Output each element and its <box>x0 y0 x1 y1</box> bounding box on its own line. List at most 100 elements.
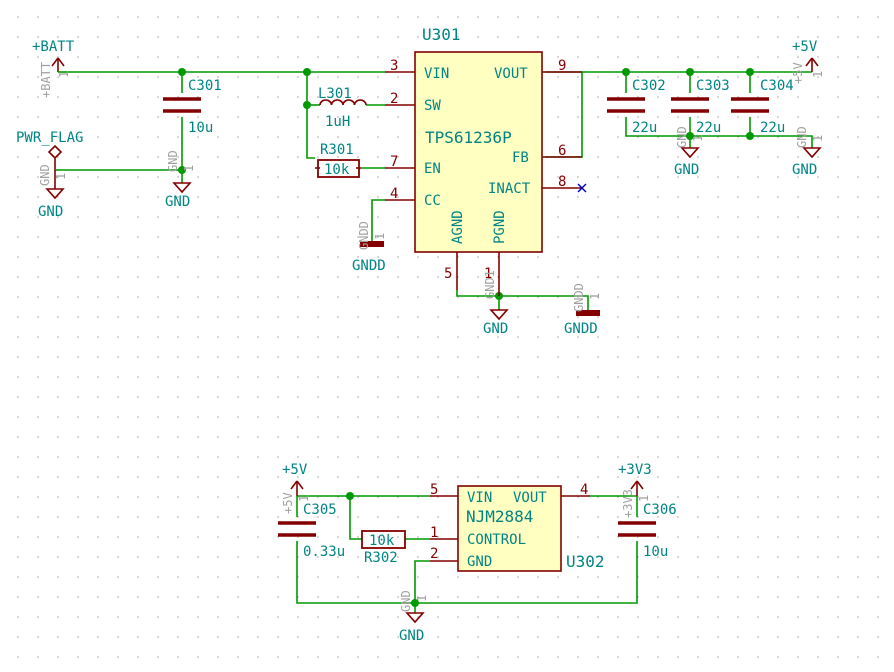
c304-value: 22u <box>760 120 785 136</box>
c303-ref: C303 <box>696 78 730 94</box>
ic-u302-body[interactable] <box>457 485 562 572</box>
u302-pin-num-5: 5 <box>430 482 438 498</box>
c306-value: 10u <box>643 544 668 560</box>
v5-top-ghost-pin: 1 <box>811 71 825 78</box>
power-3v3[interactable]: +3V3 +3V3 1 <box>618 462 652 518</box>
gnd-label-flag: GND <box>38 204 63 220</box>
u301-pin-name-en: EN <box>424 161 441 177</box>
gnd-flag-ghost-pin: 1 <box>54 173 68 180</box>
power-gndd-cc[interactable]: GNDD GNDD 1 <box>352 221 387 274</box>
v3v3-label: +3V3 <box>618 462 652 478</box>
gndd-label-cc: GNDD <box>352 258 386 274</box>
gndd-cc-ghost-label: GNDD <box>357 221 371 250</box>
batt-ghost-pin: 1 <box>57 71 71 78</box>
r302-value: 10k <box>369 533 395 549</box>
capacitor-c303[interactable]: C303 22u <box>671 78 730 136</box>
u301-pin-name-sw: SW <box>424 98 441 114</box>
ic-u301-body[interactable] <box>414 51 543 253</box>
gnd-bottom-ghost-label: GND <box>399 590 413 612</box>
v5-top-ghost-label: +5V <box>791 62 805 84</box>
u301-pin-num-9: 9 <box>558 58 566 74</box>
capacitor-c301[interactable]: C301 10u <box>163 78 222 136</box>
gnd-label-c303: GND <box>674 162 699 178</box>
resistor-r302[interactable]: 10k R302 <box>361 530 406 566</box>
u301-pin-name-agnd: AGND <box>450 210 466 244</box>
power-gnd-u301[interactable]: GND GND1 <box>483 270 509 337</box>
power-5v-bottom[interactable]: +5V +5V 1 <box>281 462 311 514</box>
gnd-label-right: GND <box>792 162 817 178</box>
power-batt[interactable]: +BATT +BATT 1 <box>32 39 75 98</box>
gnd-right-ghost-label: GND <box>795 126 809 148</box>
u301-pin-num-1: 1 <box>484 266 492 282</box>
capacitor-c305[interactable]: C305 0.33u <box>278 502 345 560</box>
junctions-top <box>178 68 754 300</box>
u302-pin-name-control: CONTROL <box>467 532 526 548</box>
gnd-c301-ghost-label: GND <box>166 150 180 172</box>
c302-value: 22u <box>632 120 657 136</box>
u302-pin-name-vout: VOUT <box>513 490 547 506</box>
u301-pin-num-3: 3 <box>390 58 398 74</box>
u302-pin-num-1: 1 <box>430 525 438 541</box>
power-gnd-bottom[interactable]: GND GND 1 <box>399 590 429 644</box>
power-5v-top[interactable]: +5V +5V 1 <box>791 39 825 84</box>
u302-pin-num-2: 2 <box>430 546 438 562</box>
u301-pin-name-inact: INACT <box>488 181 531 197</box>
gnd-label-bottom: GND <box>399 628 424 644</box>
u301-pin-name-fb: FB <box>512 150 529 166</box>
v5-top-label: +5V <box>792 39 818 55</box>
resistor-r301[interactable]: R301 10k <box>315 142 361 178</box>
ic-u301-ref: U301 <box>422 25 461 44</box>
ic-u301-part: TPS61236P <box>425 128 512 147</box>
capacitor-c306[interactable]: C306 10u <box>618 502 677 560</box>
power-gnd-right[interactable]: GND GND 1 <box>792 126 825 178</box>
power-gnd-c303[interactable]: GND GND 1 <box>674 126 705 178</box>
u301-pin-name-pgnd: PGND <box>492 210 508 244</box>
c301-value: 10u <box>188 120 213 136</box>
gndd-cc-ghost-pin: 1 <box>373 233 387 240</box>
u301-pin-num-2: 2 <box>390 91 398 107</box>
batt-label: +BATT <box>32 39 75 55</box>
gnd-bottom-ghost-pin: 1 <box>415 595 429 602</box>
inductor-l301[interactable]: L301 1uH <box>318 86 367 130</box>
u302-pin-name-vin: VIN <box>467 490 492 506</box>
u301-pin-num-4: 4 <box>390 186 398 202</box>
u302-pin-name-gnd: GND <box>467 554 492 570</box>
c302-ref: C302 <box>632 78 666 94</box>
gnd-label-u301: GND <box>483 321 508 337</box>
ic-u301[interactable]: U301 TPS61236P VIN SW EN CC VOUT FB INAC… <box>385 25 587 296</box>
power-flag[interactable]: PWR_FLAG GND GND 1 <box>16 130 83 220</box>
gndd-label-u301: GNDD <box>564 321 598 337</box>
capacitor-c304[interactable]: C304 22u <box>731 78 794 136</box>
u301-pin-name-cc: CC <box>424 193 441 209</box>
c304-ref: C304 <box>760 78 794 94</box>
c303-value: 22u <box>696 120 721 136</box>
v5-bottom-ghost-pin: 1 <box>297 495 311 502</box>
v5-bottom-ghost-label: +5V <box>281 492 295 514</box>
wires-bottom <box>296 495 638 613</box>
no-connect-marker <box>577 183 587 193</box>
power-gnd-c301[interactable]: GND GND 1 <box>165 150 196 210</box>
r301-value: 10k <box>324 162 350 178</box>
u301-pin-num-5: 5 <box>444 266 452 282</box>
ic-u302-ref: U302 <box>566 552 605 571</box>
c301-ref: C301 <box>188 78 222 94</box>
r301-ref: R301 <box>320 142 354 158</box>
c306-ref: C306 <box>643 502 677 518</box>
ic-u302[interactable]: U302 NJM2884 VIN VOUT CONTROL GND 5 4 1 … <box>430 482 605 572</box>
v5-bottom-label: +5V <box>282 462 308 478</box>
c305-value: 0.33u <box>303 544 345 560</box>
gnd1-ghost-label: GND1 <box>483 270 497 299</box>
power-gndd-u301[interactable]: GNDD GNDD 1 <box>564 283 602 337</box>
gnd-label-c301: GND <box>165 194 190 210</box>
gnd-flag-ghost-label: GND <box>38 164 52 186</box>
u301-pin-num-6: 6 <box>558 143 566 159</box>
u301-pin-name-vout: VOUT <box>494 66 528 82</box>
ic-u302-part: NJM2884 <box>466 507 533 526</box>
capacitor-c302[interactable]: C302 22u <box>607 78 666 136</box>
c305-ref: C305 <box>303 502 337 518</box>
batt-ghost-label: +BATT <box>39 62 53 98</box>
u301-pin-num-8: 8 <box>558 174 566 190</box>
u301-pin-num-7: 7 <box>390 154 398 170</box>
v3v3-ghost-pin: 1 <box>637 495 651 502</box>
